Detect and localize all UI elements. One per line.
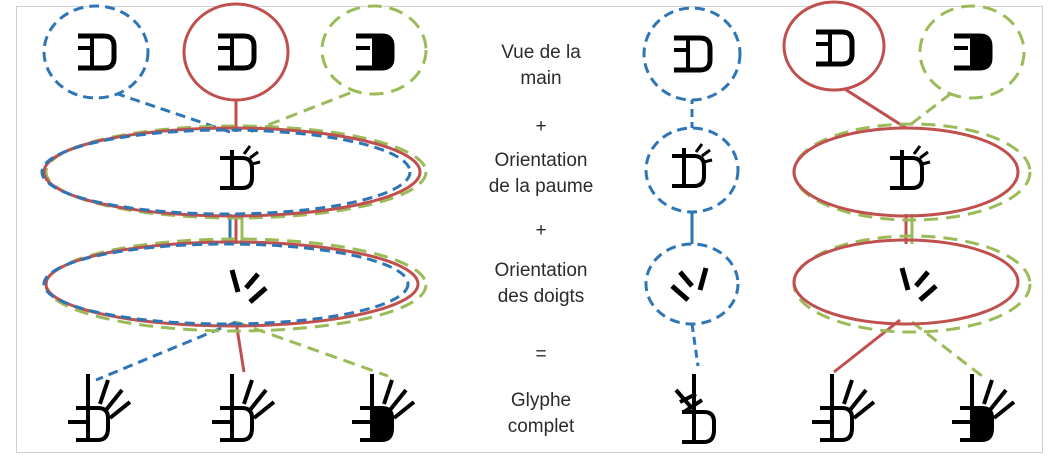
left-hand-view-red — [182, 2, 290, 102]
palm-orientation-glyph — [218, 144, 262, 190]
right-finger-orientation-group — [792, 234, 1032, 334]
right-complete-glyphs — [810, 372, 1016, 442]
right-palm-orientation-group — [792, 122, 1032, 222]
right-hand-view-blue — [642, 6, 742, 102]
legend-line: des doigts — [497, 286, 585, 307]
right-complete-glyph-blue — [674, 372, 716, 444]
left-finger-orientation-group — [42, 237, 428, 333]
legend-line: main — [520, 68, 562, 89]
legend-complete-glyph: Glyphe complet — [466, 388, 616, 440]
legend-line: complet — [507, 416, 575, 437]
right-hand-view-green — [918, 4, 1026, 100]
left-complete-glyphs — [66, 372, 416, 442]
legend-line: de la paume — [488, 176, 594, 197]
legend-line: Vue de la — [501, 42, 581, 63]
left-palm-orientation-group — [40, 124, 428, 220]
legend-plus: + — [535, 116, 547, 137]
left-hand-view-blue — [42, 4, 150, 100]
legend-line: Glyphe — [510, 390, 572, 411]
right-hand-view-red — [782, 0, 886, 92]
legend-hand-view: Vue de la main — [466, 40, 616, 92]
right-finger-orientation-blue — [644, 242, 740, 326]
right-palm-orientation-blue — [644, 126, 740, 214]
left-connectors — [95, 84, 389, 382]
legend-equals: = — [535, 344, 547, 365]
legend-line: Orientation — [494, 260, 588, 281]
legend-finger-orientation: Orientation des doigts — [466, 258, 616, 310]
left-hand-view-green — [320, 4, 428, 96]
legend-plus: + — [535, 220, 547, 241]
finger-orientation-glyph — [232, 270, 266, 302]
diagram-frame — [16, 6, 1043, 453]
right-connectors — [690, 80, 983, 378]
legend-line: Orientation — [494, 150, 588, 171]
legend-palm-orientation: Orientation de la paume — [466, 148, 616, 200]
